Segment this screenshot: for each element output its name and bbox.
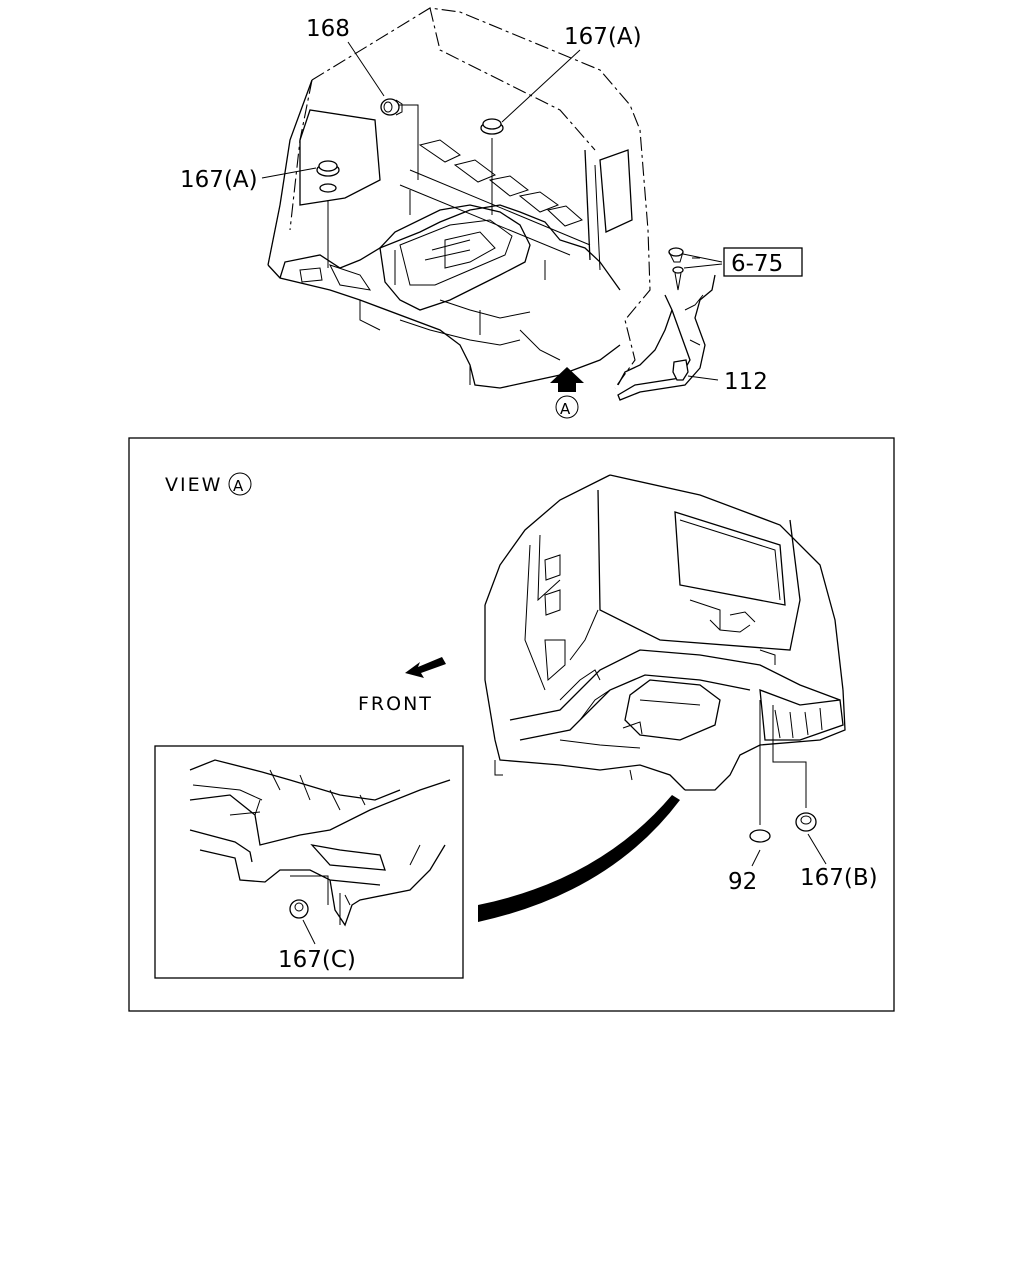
- view-direction-arrow: [550, 367, 584, 419]
- callout-box-6-75: [723, 247, 803, 277]
- leader-167a-left: [261, 167, 317, 179]
- cab-floor-illustration: [267, 7, 651, 389]
- cab-underside-illustration: [478, 474, 846, 922]
- washer-92: [749, 829, 771, 843]
- callout-167c: 167(C): [278, 947, 356, 973]
- clip-6-75: [668, 247, 723, 291]
- detail-inset-c: [154, 745, 464, 979]
- grommet-167a-top: [480, 118, 504, 135]
- callout-167a-top: 167(A): [564, 24, 642, 50]
- callout-167a-left: 167(A): [180, 167, 258, 193]
- view-a-panel: [128, 437, 895, 1012]
- grommet-167b: [795, 812, 817, 832]
- bolt-112: [672, 359, 719, 381]
- view-arrow-letter: A: [560, 400, 571, 418]
- leader-167b: [807, 833, 827, 865]
- callout-168: 168: [306, 16, 350, 42]
- leader-167c: [302, 919, 316, 945]
- callout-92: 92: [728, 869, 757, 895]
- callout-112: 112: [724, 369, 768, 395]
- detail-inset-illustration: [189, 759, 451, 927]
- view-title-letter: A: [233, 477, 244, 495]
- front-label: FRONT: [358, 693, 433, 715]
- grommet-168: [380, 98, 403, 116]
- view-title: VIEW: [165, 474, 222, 496]
- leader-92: [751, 849, 761, 867]
- callout-6-75: 6-75: [731, 251, 783, 277]
- front-arrow-icon: [405, 657, 446, 678]
- grommet-167a-left: [316, 160, 340, 193]
- leader-168: [347, 41, 385, 97]
- mud-flap-bracket: [617, 274, 716, 401]
- view-title-circle: [228, 472, 252, 496]
- grommet-167c: [289, 899, 309, 919]
- callout-167b: 167(B): [800, 865, 878, 891]
- leader-167a-top: [501, 49, 581, 123]
